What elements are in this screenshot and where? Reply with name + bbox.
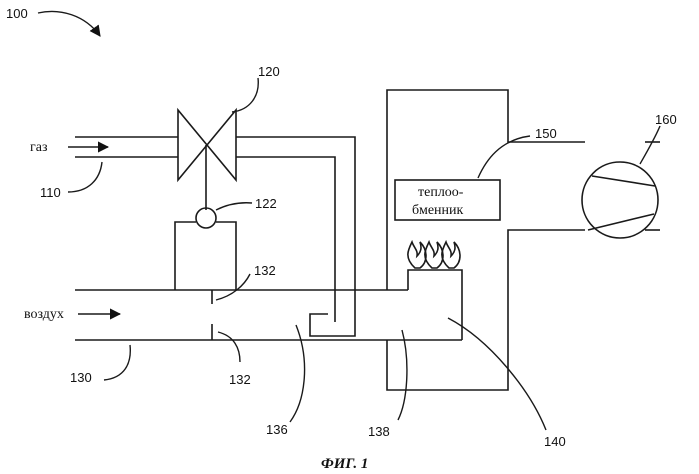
ref-120-leader [232,78,258,112]
ref-160-leader [640,126,660,164]
flames [408,242,460,268]
ref-132-bottom-leader [218,332,240,362]
gas-outlet-pipe [236,137,355,336]
fan [582,162,658,238]
gas-pipe [68,137,178,157]
ref-132-bottom: 132 [229,372,251,387]
ref-122: 122 [255,196,277,211]
ref-110: 110 [40,185,61,200]
figure-caption: ФИГ. 1 [321,456,368,472]
heat-exchanger-label-2: бменник [412,203,464,218]
ref-120: 120 [258,64,280,79]
gas-valve [178,110,236,210]
air-label: воздух [24,307,64,322]
pressure-sensor [175,208,236,290]
heat-exchanger-housing [387,90,660,390]
heat-exchanger-label-1: теплоо- [418,185,464,200]
ref-130: 130 [70,370,92,385]
ref-160: 160 [655,112,677,127]
ref-138-leader [398,330,407,420]
ref-132-top-leader [216,274,250,300]
ref-136: 136 [266,422,288,437]
ref-100: 100 [6,6,28,21]
ref-122-leader [216,203,252,210]
ref-132-top: 132 [254,263,276,278]
ref-110-leader [68,162,102,192]
ref-150: 150 [535,126,557,141]
air-duct [75,290,462,340]
ref-100-arrow [38,11,100,36]
ref-140: 140 [544,434,566,449]
gas-label: газ [30,140,48,155]
ref-138: 138 [368,424,390,439]
burner [408,270,462,340]
ref-130-leader [104,345,130,380]
